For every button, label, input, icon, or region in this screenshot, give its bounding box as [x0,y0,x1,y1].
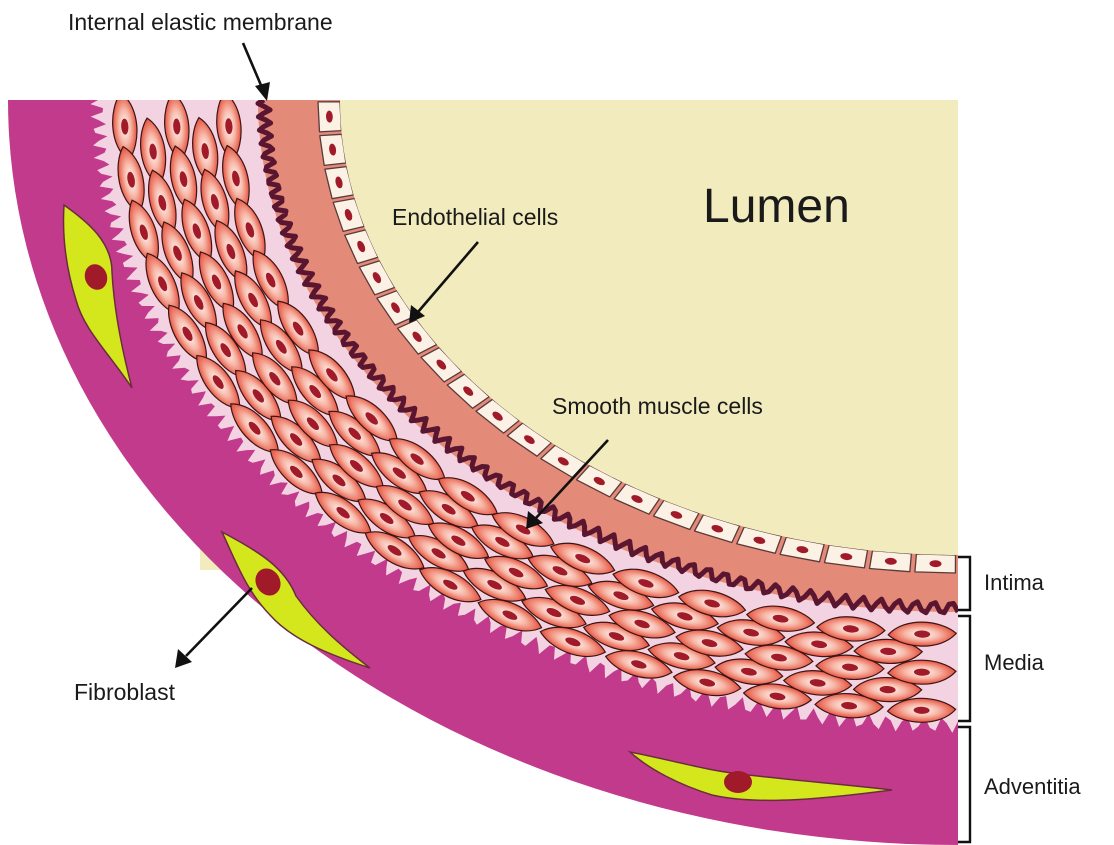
label-smooth-muscle-cells: Smooth muscle cells [552,393,763,419]
bracket-adventitia [958,727,970,842]
bracket-intima [958,557,970,610]
arrow-internal-elastic-membrane [243,43,263,90]
arrow-fibroblast [186,588,252,656]
label-endothelial-cells: Endothelial cells [392,204,558,230]
label-adventitia: Adventitia [984,774,1081,799]
label-fibroblast: Fibroblast [74,679,176,705]
label-internal-elastic-membrane: Internal elastic membrane [68,9,333,35]
bracket-media [958,616,970,721]
arrowhead [255,82,270,101]
label-media: Media [984,650,1045,675]
layer-brackets [958,557,970,842]
label-intima: Intima [984,570,1045,595]
label-lumen: Lumen [703,180,850,233]
